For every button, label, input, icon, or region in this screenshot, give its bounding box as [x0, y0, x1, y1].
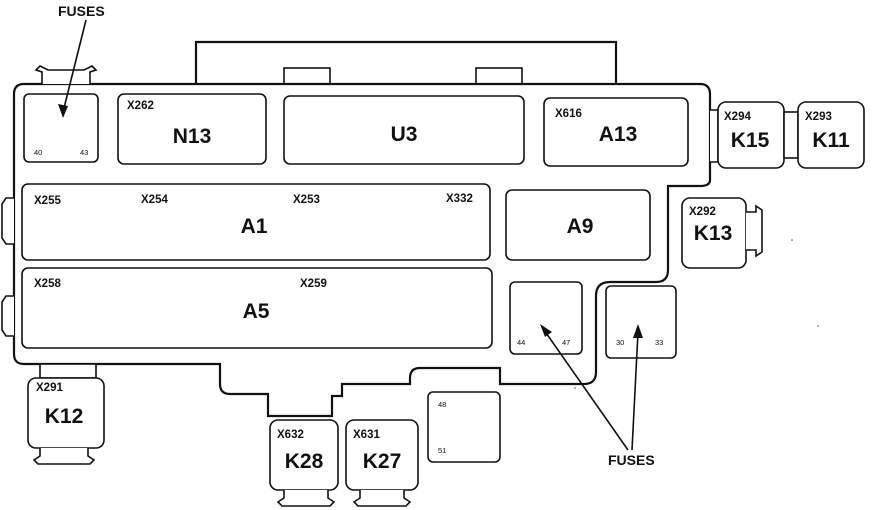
left-clip-upper [1, 197, 14, 245]
fuses-arrow-top [62, 19, 87, 113]
connector-x616: X616 [555, 108, 582, 120]
module-u3-name: U3 [391, 123, 418, 146]
speck-2 [574, 387, 576, 389]
connector-x262: X262 [127, 100, 154, 112]
fuse-block-30-33 [605, 285, 677, 359]
fuses-callout-bottom: FUSES [608, 452, 655, 468]
relay-k15-stub [710, 109, 719, 163]
module-u3 [283, 95, 525, 165]
fuse-block-48-51 [427, 391, 501, 463]
connector-x294: X294 [724, 111, 751, 123]
module-a5 [21, 267, 493, 349]
fuses-arrow-bottom-left [543, 329, 629, 451]
connector-x253: X253 [293, 194, 320, 206]
fuse-block-44-47 [509, 281, 583, 355]
fuse-51-label: 51 [438, 446, 446, 455]
fuse-48-label: 48 [438, 400, 446, 409]
speck-3 [817, 325, 819, 327]
relay-k28-clip [276, 490, 336, 507]
relay-k11-name: K11 [812, 129, 850, 152]
relay-k27-clip [352, 490, 412, 507]
module-a1 [21, 183, 491, 261]
connector-x631: X631 [353, 429, 380, 441]
module-a5-name: A5 [243, 300, 270, 323]
connector-x632: X632 [277, 429, 304, 441]
module-a13 [543, 97, 689, 167]
relay-k13-clip [746, 204, 763, 258]
connector-x292: X292 [689, 206, 716, 218]
relay-k28-name: K28 [285, 450, 324, 473]
fuses-arrowhead-bottom-right [633, 324, 643, 338]
relay-k27-name: K27 [363, 450, 402, 473]
top-left-clip [34, 65, 98, 84]
relay-k15-name: K15 [731, 129, 770, 152]
relay-k13-name: K13 [694, 222, 733, 245]
speck-1 [791, 239, 793, 241]
fuse-33-label: 33 [655, 338, 663, 347]
connector-x293: X293 [805, 111, 832, 123]
fuses-arrow-bottom-right [631, 331, 639, 451]
module-a1-name: A1 [241, 215, 268, 238]
module-n13-name: N13 [173, 125, 212, 148]
fuse-43-label: 43 [80, 148, 88, 157]
connector-x258: X258 [34, 278, 61, 290]
relay-k12-name: K12 [45, 405, 84, 428]
left-clip-lower [1, 295, 14, 337]
connector-x259: X259 [300, 278, 327, 290]
fuses-arrowhead-top [58, 104, 68, 118]
module-a13-name: A13 [599, 123, 638, 146]
fuse-44-label: 44 [517, 338, 525, 347]
fuse-40-label: 40 [34, 148, 42, 157]
module-a9 [505, 189, 651, 261]
relay-k12-clip [32, 448, 96, 465]
relay-k12-stub [39, 363, 97, 379]
connector-x291: X291 [36, 382, 63, 394]
fuses-callout-top: FUSES [58, 3, 105, 19]
module-a9-name: A9 [567, 215, 594, 238]
relay-k11 [797, 101, 865, 169]
fuse-47-label: 47 [562, 338, 570, 347]
fuse-block-40-43 [23, 93, 99, 163]
relay-k15-k11-link [783, 111, 799, 159]
module-n13 [117, 93, 267, 165]
connector-x332: X332 [446, 193, 473, 205]
fuse-30-label: 30 [616, 338, 624, 347]
connector-x255: X255 [34, 195, 61, 207]
fuses-arrowhead-bottom-left [540, 324, 552, 337]
connector-x254: X254 [141, 194, 168, 206]
top-housing [194, 40, 618, 88]
